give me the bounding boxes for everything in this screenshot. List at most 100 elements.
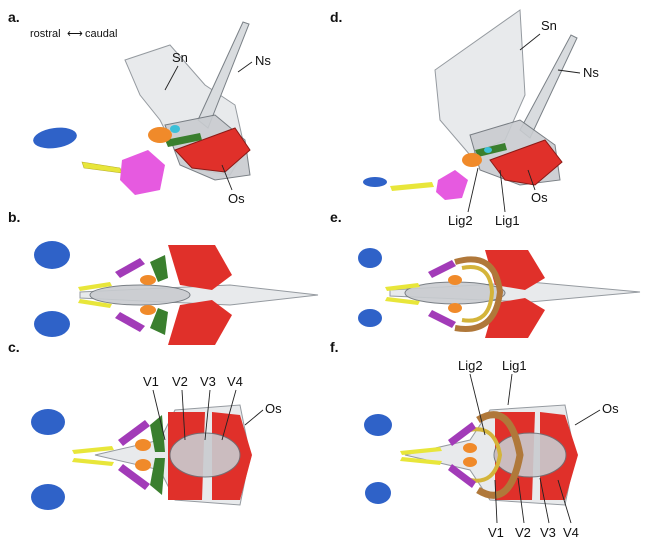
- label-ns-d: Ns: [583, 65, 599, 80]
- leader-ns-d: [557, 69, 581, 74]
- leader-os-f: [574, 409, 601, 426]
- orange-e-bottom: [448, 303, 462, 313]
- label-sn-d: Sn: [541, 18, 557, 33]
- orange-bottom: [140, 305, 156, 315]
- label-os-f: Os: [602, 401, 619, 416]
- orange-f-bottom: [463, 457, 477, 467]
- ligament-e: [454, 256, 504, 332]
- label-ns-a: Ns: [255, 53, 271, 68]
- leader-v3-c: [204, 389, 211, 441]
- blue-c-bottom: [31, 484, 65, 510]
- label-v4-c: V4: [227, 374, 243, 389]
- red-lobe-bottom-e: [485, 298, 545, 338]
- green-bottom: [150, 308, 168, 335]
- magenta-blob: [120, 150, 165, 195]
- ligament-f: [476, 411, 524, 499]
- orange-top: [140, 275, 156, 285]
- leader-sn-d: [519, 33, 541, 51]
- yellow-rod: [81, 161, 123, 174]
- cyan-bone: [170, 125, 180, 133]
- red-lobe-top: [168, 245, 232, 290]
- panel-f: f. Lig2 Lig1 Os V1 V2 V3 V4: [330, 339, 619, 540]
- label-sn-a: Sn: [172, 50, 188, 65]
- blue-bottom: [34, 311, 70, 337]
- blue-e-bottom: [358, 309, 382, 327]
- panel-c: c. V1 V2 V3 V4 Os: [8, 339, 282, 510]
- purple-f-top: [448, 422, 476, 446]
- yellow-e-top: [385, 283, 420, 291]
- label-os-a: Os: [228, 191, 245, 206]
- panel-label-a: a.: [8, 9, 20, 25]
- purple-c-bottom: [118, 464, 150, 490]
- label-v1-c: V1: [143, 374, 159, 389]
- purple-c-top: [118, 420, 150, 446]
- orientation-rostral: rostral: [30, 28, 61, 40]
- panel-label-b: b.: [8, 209, 20, 225]
- leader-os-c: [244, 409, 264, 426]
- panel-label-e: e.: [330, 209, 342, 225]
- leader-v4-c: [221, 389, 237, 441]
- label-v3-c: V3: [200, 374, 216, 389]
- orange-c-top: [135, 439, 151, 451]
- ligament-inner-e: [461, 265, 495, 323]
- label-lig1-d: Lig1: [495, 213, 520, 228]
- panel-label-f: f.: [330, 339, 339, 355]
- blue-c-top: [31, 409, 65, 435]
- label-lig2-f: Lig2: [458, 358, 483, 373]
- panel-d: d. Sn Ns Os Lig2 Lig1: [330, 9, 599, 228]
- blue-f-bottom: [365, 482, 391, 504]
- opercle-d: [489, 139, 563, 186]
- ligament-inner-f: [469, 427, 503, 483]
- yellow-f-top: [400, 447, 442, 455]
- leader-v3-f: [539, 477, 550, 524]
- cranium-dorsal: [89, 284, 191, 306]
- label-v1-f: V1: [488, 525, 504, 540]
- blue-blob: [33, 127, 77, 149]
- panel-a: a. rostral ⟷ caudal Sn Ns Os: [8, 9, 271, 206]
- label-lig2-d: Lig2: [448, 213, 473, 228]
- label-v2-f: V2: [515, 525, 531, 540]
- purple-top: [115, 258, 145, 278]
- yellow-e-bottom: [385, 297, 420, 305]
- label-v2-c: V2: [172, 374, 188, 389]
- leader-v2-f: [517, 477, 525, 524]
- nasal-spine-d: [519, 34, 578, 139]
- purple-f-bottom: [448, 464, 476, 488]
- orange-bone: [148, 127, 172, 143]
- label-os-c: Os: [265, 401, 282, 416]
- panel-b: b.: [8, 209, 319, 345]
- orange-d: [462, 153, 482, 167]
- label-lig1-f: Lig1: [502, 358, 527, 373]
- leader-v4-f: [557, 479, 572, 524]
- leader-ns-a: [237, 61, 253, 73]
- panel-e: e.: [330, 209, 641, 338]
- magenta-d: [436, 170, 468, 200]
- purple-bottom: [115, 312, 145, 332]
- leader-v1-f: [494, 479, 498, 524]
- green-right-c: [150, 458, 165, 495]
- red-lobe-bottom: [168, 300, 232, 345]
- blue-f-top: [364, 414, 392, 436]
- orange-e-top: [448, 275, 462, 285]
- blue-top: [34, 241, 70, 269]
- orientation-caudal: caudal: [85, 28, 117, 40]
- yellow-top: [78, 282, 112, 291]
- orange-c-bottom: [135, 459, 151, 471]
- panel-label-c: c.: [8, 339, 20, 355]
- yellow-c-bottom: [72, 458, 114, 466]
- leader-v1-c: [152, 389, 166, 441]
- opercle-shape: [174, 127, 251, 173]
- yellow-c-top: [72, 446, 114, 454]
- label-v3-f: V3: [540, 525, 556, 540]
- cyan-d: [484, 147, 492, 153]
- leader-os-a: [221, 164, 233, 191]
- green-top: [150, 255, 168, 282]
- blue-d: [363, 177, 387, 187]
- yellow-bottom: [78, 299, 112, 308]
- leader-lig2-d: [467, 167, 479, 213]
- orientation-arrow: ⟷: [67, 28, 83, 40]
- purple-e-bottom: [428, 310, 456, 328]
- label-v4-f: V4: [563, 525, 579, 540]
